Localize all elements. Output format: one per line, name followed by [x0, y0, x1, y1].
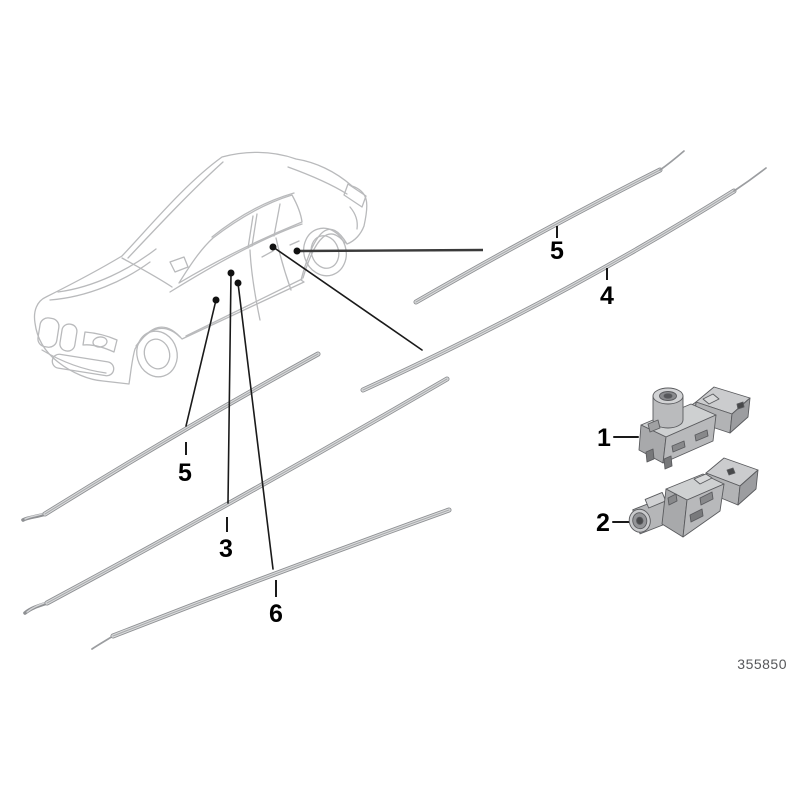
callout-line-6	[237, 282, 274, 570]
front-wheel-rim	[143, 338, 171, 370]
module2-barrel-hole	[636, 516, 644, 525]
callout-line-5-right	[296, 248, 484, 253]
car-hood-crease-1	[57, 248, 157, 293]
light-guide-strips	[21, 150, 767, 650]
light-guide-strip-4	[360, 167, 767, 393]
callout-label-6[interactable]: 6	[269, 600, 283, 628]
module1-connector-latch	[702, 393, 720, 405]
module1-connector-slot	[736, 401, 745, 410]
door-handles	[261, 240, 300, 258]
kidney-grille-right	[59, 323, 78, 352]
car-window-divider	[273, 203, 281, 237]
car-front-door-seam	[249, 249, 261, 321]
callout-label-2[interactable]: 2	[596, 509, 610, 537]
bumper-intake	[51, 353, 115, 377]
callout-label-4[interactable]: 4	[600, 282, 614, 310]
car-roofline	[211, 192, 295, 238]
module1-body-slot-2	[694, 429, 709, 442]
car-windshield-base	[121, 257, 173, 288]
callout-lines	[185, 226, 639, 597]
callout-dot-3	[227, 269, 235, 277]
callout-line-5-left	[185, 299, 217, 427]
module2-slot-1	[699, 491, 714, 506]
car-beltline	[169, 223, 303, 293]
headlight	[82, 331, 118, 353]
car-outline-drawing	[33, 151, 368, 385]
car-body-silhouette	[33, 151, 368, 385]
callout-dot-6	[234, 279, 242, 287]
module1-foot-1	[645, 448, 655, 463]
car-b-pillar	[247, 213, 258, 249]
car-hood-crease-2	[49, 261, 151, 301]
module2-body-side	[682, 483, 725, 538]
light-guide-strip-5-left	[21, 351, 321, 522]
module1-body-slot-1	[671, 440, 686, 453]
callout-line-4	[272, 246, 423, 351]
headlight-lens	[92, 336, 108, 348]
led-module-1	[638, 386, 751, 470]
module1-flange	[647, 419, 661, 433]
callout-dots	[212, 243, 301, 304]
callout-line-3	[227, 272, 232, 504]
kidney-grille-left	[37, 317, 60, 348]
callout-label-3[interactable]: 3	[219, 535, 233, 563]
rear-wheel-rim	[310, 235, 340, 269]
rear-window-edge	[287, 166, 348, 195]
light-guide-strip-6	[91, 507, 452, 650]
taillight	[343, 183, 367, 208]
car-mirror	[169, 256, 189, 273]
callout-label-5-right[interactable]: 5	[550, 237, 564, 265]
led-module-2	[628, 457, 759, 538]
module2-slot-3	[689, 508, 704, 523]
car-rear-arch-lip	[302, 233, 346, 279]
car-windshield-edge	[127, 161, 224, 259]
strip-4-fiber-tip	[733, 167, 767, 192]
module1-barrel-hole	[663, 393, 673, 399]
trunk-line	[349, 206, 358, 230]
module2-slot-2	[667, 493, 678, 506]
strip-6-fiber-tail	[91, 635, 114, 650]
callout-dot-4	[269, 243, 277, 251]
module1-foot-2	[663, 455, 673, 470]
bumper-crease	[41, 349, 107, 374]
module2-connector-end	[737, 469, 759, 506]
callout-label-5-left[interactable]: 5	[178, 459, 192, 487]
part-number: 355850	[737, 656, 787, 672]
car-rocker-line	[185, 278, 303, 337]
light-guide-strip-5-right	[413, 150, 685, 305]
callout-labels: 1 2 3 4 5 5 6	[178, 237, 614, 628]
rear-wheel	[303, 227, 347, 277]
light-guide-strip-3	[23, 376, 450, 615]
car-side-glass	[178, 194, 303, 284]
strip-5-right-fiber-tip	[659, 150, 685, 171]
module2-connector-slot	[726, 467, 736, 476]
callout-label-1[interactable]: 1	[597, 424, 611, 452]
front-wheel	[136, 330, 178, 378]
callout-dot-5-left	[212, 296, 220, 304]
callout-dot-5-right	[293, 247, 301, 255]
module2-latch	[693, 473, 713, 485]
module1-connector-end	[729, 397, 751, 434]
